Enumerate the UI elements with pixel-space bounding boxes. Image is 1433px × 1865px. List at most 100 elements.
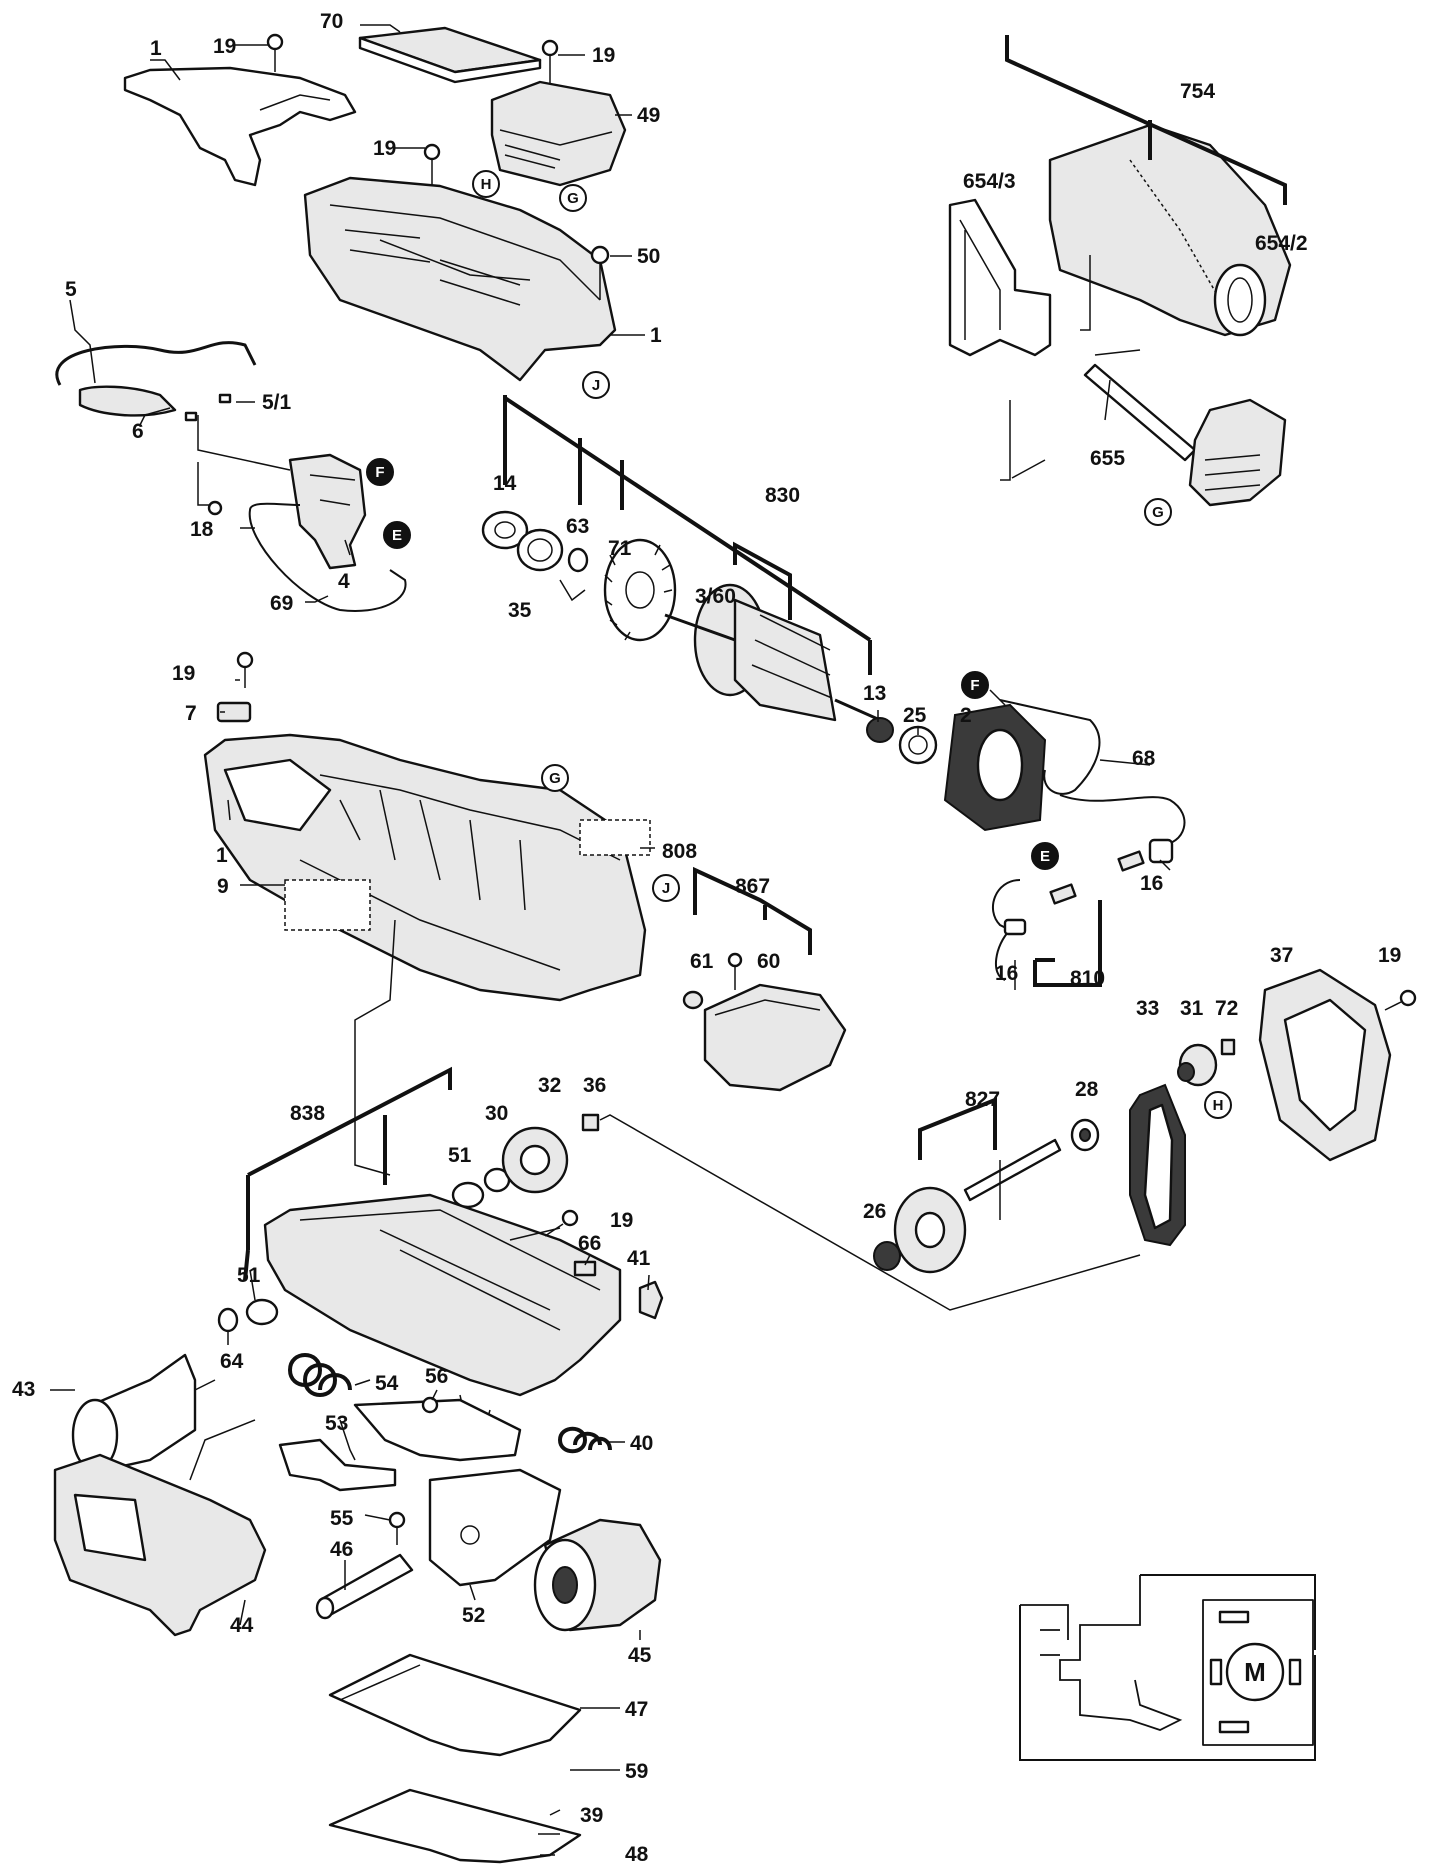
label-72: 72 (1215, 997, 1238, 1020)
svg-text:E: E (392, 527, 402, 544)
label-9 (284, 879, 371, 931)
leader-lines (50, 24, 1171, 1856)
toothed-belt-33 (1129, 1083, 1186, 1247)
label-26: 26 (863, 1200, 886, 1223)
nut-61 (682, 990, 704, 1010)
roller-43 (71, 1353, 216, 1472)
bearing-28 (1070, 1118, 1100, 1152)
screw-55 (388, 1511, 406, 1545)
dust-nozzle (1188, 398, 1287, 507)
wire-69 (248, 502, 407, 612)
label-1-main-housing: 1 (216, 844, 228, 867)
label-33: 33 (1136, 997, 1159, 1020)
armature-3-60 (664, 583, 881, 722)
marker-g-top: G (559, 184, 587, 212)
label-64: 64 (220, 1350, 244, 1373)
label-44: 44 (230, 1614, 254, 1637)
label-36: 36 (583, 1074, 606, 1097)
svg-text:G: G (1152, 504, 1164, 521)
label-54: 54 (375, 1372, 399, 1395)
label-68: 68 (1132, 747, 1156, 770)
svg-text:G: G (567, 190, 579, 207)
switch-4 (288, 453, 367, 570)
wiring-schematic (1019, 1574, 1316, 1761)
front-knob-867 (703, 983, 847, 1092)
washer-64 (217, 1307, 239, 1333)
lever-56-53 (278, 1396, 522, 1492)
label-53: 53 (325, 1412, 348, 1435)
label-2: 2 (960, 704, 972, 727)
screw-19-housing (236, 651, 254, 688)
reference-markers: G H J F E F E G (366, 170, 1266, 1687)
svg-text:J: J (592, 377, 600, 394)
carbon-brush-16-left (991, 879, 1077, 981)
belt-guard-44 (53, 1453, 267, 1637)
label-30: 30 (485, 1102, 508, 1125)
label-51-upper: 51 (448, 1144, 472, 1167)
upper-housing-shell (303, 176, 617, 382)
screw-50 (590, 245, 610, 300)
label-66: 66 (578, 1232, 601, 1255)
strip-655 (1083, 363, 1197, 462)
spring-40 (558, 1426, 612, 1454)
label-19-mid: 19 (373, 137, 396, 160)
label-52: 52 (462, 1604, 485, 1627)
label-754: 754 (1180, 80, 1215, 103)
wire-68 (999, 699, 1186, 846)
label-18: 18 (190, 518, 214, 541)
label-47: 47 (625, 1698, 648, 1721)
dust-bag-654-2 (1048, 123, 1292, 337)
marker-e-stator: E (1031, 842, 1059, 870)
bearing-14 (481, 510, 529, 550)
label-7: 7 (185, 702, 197, 725)
label-50: 50 (637, 245, 660, 268)
svg-text:H: H (1213, 1097, 1224, 1114)
label-43: 43 (12, 1378, 35, 1401)
spring-54 (288, 1353, 352, 1397)
svg-text:F: F (970, 677, 979, 694)
power-cable-5 (55, 341, 257, 417)
label-48: 48 (625, 1843, 649, 1865)
marker-j-top: J (582, 371, 610, 399)
label-19-top-mid: 19 (592, 44, 615, 67)
marker-g-housing: G (541, 764, 569, 792)
carbon-brush-16-right (1117, 838, 1174, 872)
label-70: 70 (320, 10, 343, 33)
svg-text:G: G (549, 770, 561, 787)
label-45: 45 (628, 1644, 652, 1667)
stator-2 (943, 703, 1047, 832)
svg-text:E: E (1040, 848, 1050, 865)
svg-text:M: M (1244, 1657, 1266, 1687)
nut-36 (581, 1113, 600, 1132)
screw-19-cover (1384, 989, 1417, 1011)
label-31: 31 (1180, 997, 1204, 1020)
bearing-holder-35 (516, 528, 564, 572)
label-19-housing: 19 (172, 662, 195, 685)
label-838: 838 (290, 1102, 325, 1125)
label-71: 71 (608, 537, 632, 560)
screw-19-top-left (266, 33, 284, 72)
label-1-top: 1 (150, 37, 162, 60)
label-19-top-left: 19 (213, 35, 236, 58)
svg-text:F: F (375, 464, 384, 481)
sleeve-51-lower (245, 1298, 279, 1326)
switch-cover-49 (490, 80, 627, 187)
label-41: 41 (627, 1247, 651, 1270)
sleeve-5-1 (184, 393, 232, 422)
label-654-2: 654/2 (1255, 232, 1308, 255)
label-55: 55 (330, 1507, 354, 1530)
label-40: 40 (630, 1432, 653, 1455)
nut-72 (1220, 1038, 1236, 1056)
label-16-left: 16 (995, 962, 1018, 985)
circlip-63 (559, 547, 589, 602)
label-25: 25 (903, 704, 927, 727)
marker-j-housing: J (652, 874, 680, 902)
label-16-right: 16 (1140, 872, 1163, 895)
sleeve-51-upper (451, 1181, 485, 1209)
label-37: 37 (1270, 944, 1293, 967)
label-39: 39 (580, 1804, 603, 1827)
part-number-labels: 1 19 70 19 49 19 50 1 5 5/1 6 18 4 69 14… (12, 10, 1401, 1865)
screw-60 (727, 952, 743, 990)
pulley-31 (1177, 1043, 1218, 1087)
